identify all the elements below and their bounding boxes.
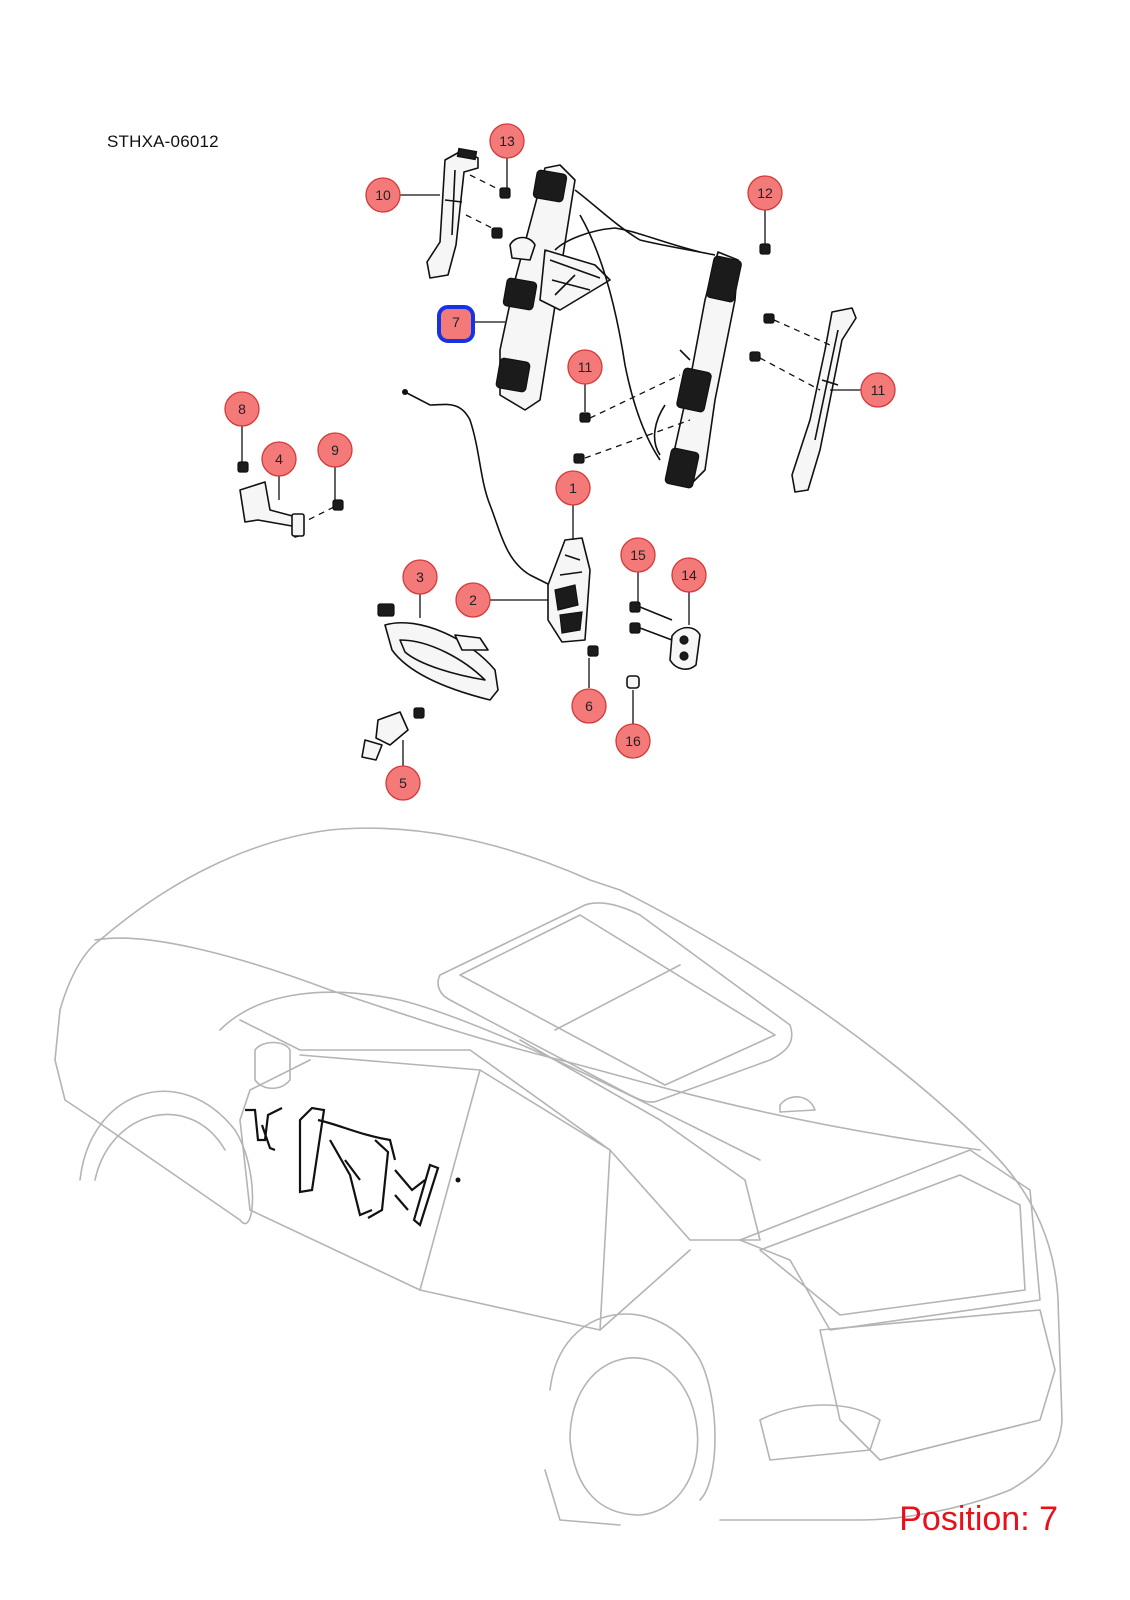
door-assembly-miniature (245, 1106, 440, 1227)
callout-7-selected[interactable]: 7 (437, 305, 475, 343)
svg-text:5: 5 (399, 775, 407, 791)
lock-cylinder (361, 707, 425, 761)
svg-text:1: 1 (569, 480, 577, 496)
bolt-11-rail-a (763, 313, 775, 324)
door-latch (547, 537, 591, 643)
svg-text:7: 7 (452, 314, 460, 330)
svg-text:12: 12 (757, 185, 773, 201)
bolt-11-rail-b (749, 351, 761, 362)
position-indicator: Position: 7 (899, 1500, 1058, 1538)
release-cable (404, 391, 551, 586)
svg-text:13: 13 (499, 133, 515, 149)
rear-guide-rail (791, 307, 857, 493)
door-check (239, 481, 305, 538)
svg-text:2: 2 (469, 592, 477, 608)
callout-15[interactable]: 15 (620, 537, 656, 573)
nut-12 (759, 243, 771, 255)
striker (669, 626, 701, 670)
callout-5[interactable]: 5 (385, 765, 421, 801)
callout-4[interactable]: 4 (261, 441, 297, 477)
svg-text:16: 16 (625, 733, 641, 749)
bolt-10 (491, 227, 503, 239)
bolt-9 (332, 499, 344, 511)
screw-15a (629, 601, 641, 613)
svg-text:15: 15 (630, 547, 646, 563)
callout-13[interactable]: 13 (489, 123, 525, 159)
svg-text:3: 3 (416, 569, 424, 585)
svg-text:4: 4 (275, 451, 283, 467)
bolt-11-lower (573, 453, 585, 464)
callout-6[interactable]: 6 (571, 688, 607, 724)
svg-text:10: 10 (375, 187, 391, 203)
callout-2[interactable]: 2 (455, 582, 491, 618)
bushing-16 (626, 675, 640, 689)
diagram-code: STHXA-06012 (107, 132, 219, 151)
callout-8[interactable]: 8 (224, 391, 260, 427)
front-guide-rail (426, 147, 479, 279)
callout-16[interactable]: 16 (615, 723, 651, 759)
callout-1[interactable]: 1 (555, 470, 591, 506)
leader-lines (241, 158, 861, 766)
callout-12[interactable]: 12 (747, 175, 783, 211)
nut-8 (237, 461, 249, 473)
svg-text:9: 9 (331, 442, 339, 458)
screw-6 (587, 645, 599, 657)
svg-text:11: 11 (578, 359, 593, 375)
callout-11-upper[interactable]: 11 (567, 349, 603, 385)
outside-handle (377, 603, 499, 701)
callout-14[interactable]: 14 (671, 557, 707, 593)
svg-text:6: 6 (585, 698, 593, 714)
screw-15b (629, 622, 641, 634)
bolt-11-upper (579, 412, 591, 423)
callout-9[interactable]: 9 (317, 432, 353, 468)
bolt-13 (499, 187, 511, 199)
svg-text:11: 11 (871, 382, 886, 398)
vehicle-outline (54, 827, 1063, 1526)
svg-text:8: 8 (238, 401, 246, 417)
svg-text:14: 14 (681, 567, 697, 583)
callout-10[interactable]: 10 (365, 177, 401, 213)
callout-3[interactable]: 3 (402, 559, 438, 595)
window-regulator (495, 164, 742, 489)
callout-11-rail[interactable]: 11 (860, 372, 896, 408)
